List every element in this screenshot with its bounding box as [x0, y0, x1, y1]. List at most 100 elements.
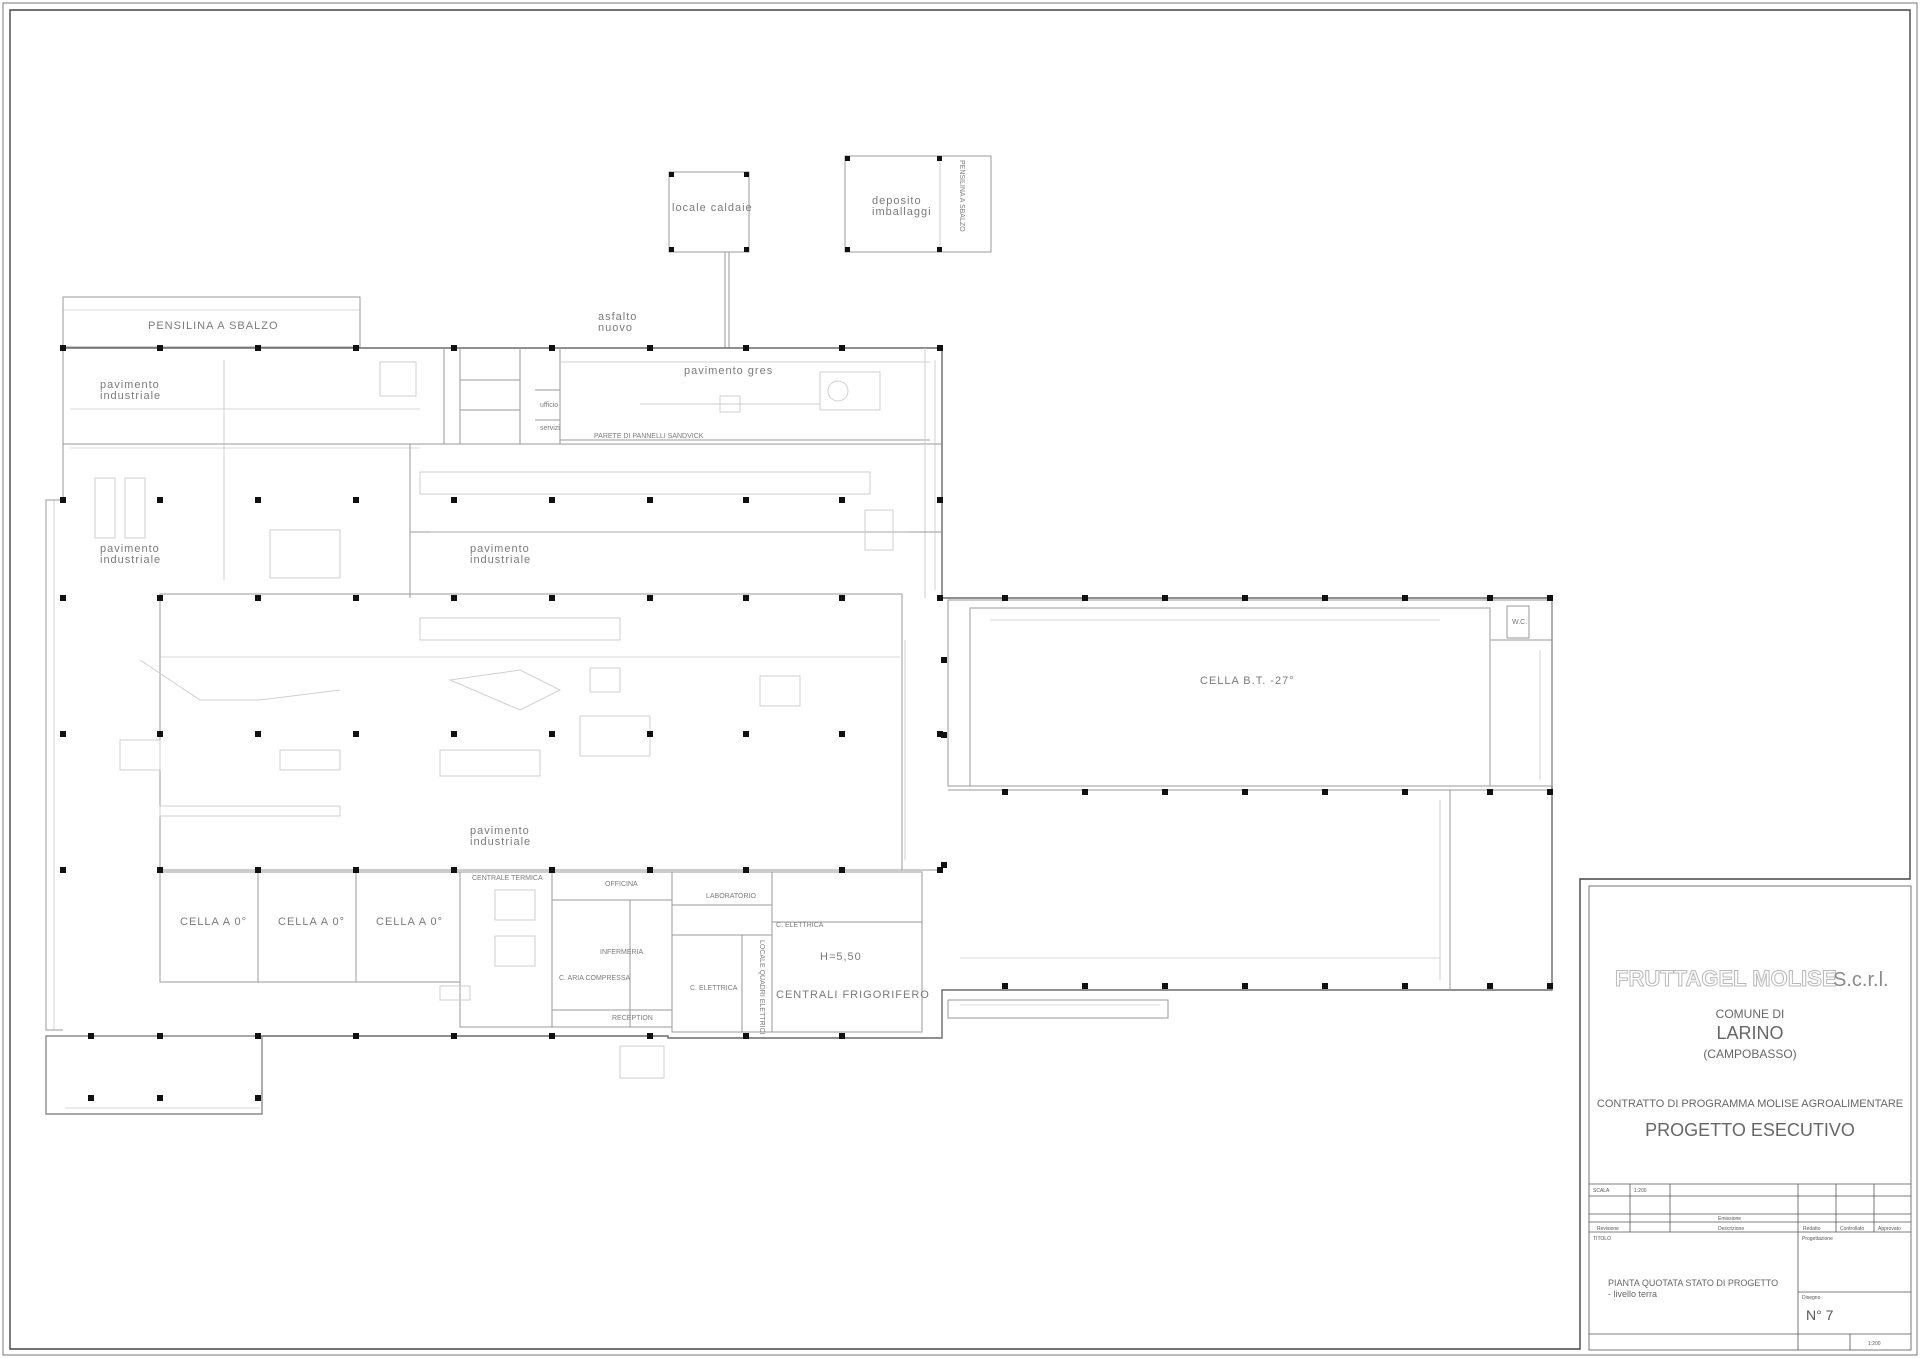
revisione-label: Revisione: [1597, 1226, 1619, 1232]
column-marker: [1547, 983, 1553, 989]
inner-border: [9, 9, 1911, 1350]
label-parete-pannelli: PARETE DI PANNELLI SANDVICK: [594, 433, 704, 440]
column-marker: [157, 345, 163, 351]
annex-locale-caldaie: locale caldaie: [668, 171, 752, 348]
project-title: PROGETTO ESECUTIVO: [1645, 1120, 1855, 1140]
column-marker: [88, 1033, 94, 1039]
column-marker: [157, 1095, 163, 1101]
column-marker: [451, 345, 457, 351]
column-marker: [1002, 983, 1008, 989]
column-marker: [647, 867, 653, 873]
label-laboratorio: LABORATORIO: [706, 893, 756, 900]
column-marker: [1082, 595, 1088, 601]
label-ufficio: ufficio: [540, 402, 558, 409]
company-suffix: S.c.r.l.: [1833, 969, 1889, 991]
column-marker: [743, 731, 749, 737]
column-marker: [549, 345, 555, 351]
column-marker: [451, 595, 457, 601]
column-marker: [743, 867, 749, 873]
column-marker: [549, 731, 555, 737]
column-marker: [1402, 789, 1408, 795]
column-marker: [1082, 789, 1088, 795]
column-marker: [1487, 595, 1493, 601]
column-marker: [60, 345, 66, 351]
column-marker: [549, 1033, 555, 1039]
column-marker: [937, 867, 943, 873]
column-marker: [60, 731, 66, 737]
column-marker: [1002, 789, 1008, 795]
column-marker: [1402, 595, 1408, 601]
drawing-title-1: PIANTA QUOTATA STATO DI PROGETTO: [1608, 1278, 1778, 1288]
column-marker: [937, 731, 943, 737]
freezer-block: W.C. CELLA B.T. -27°: [947, 599, 1553, 1019]
column-marker: [647, 1033, 653, 1039]
column-marker: [1402, 983, 1408, 989]
column-marker: [839, 345, 845, 351]
label-aria-compressa: C. ARIA COMPRESSA: [559, 975, 631, 982]
progettazione-label: Progettazione: [1802, 1236, 1833, 1242]
column-marker: [941, 657, 947, 663]
column-marker: [451, 1033, 457, 1039]
label-centrali-frigorifero: CENTRALI FRIGORIFERO: [776, 989, 930, 1001]
label-cella-2: CELLA A 0°: [278, 916, 345, 928]
redatto-label: Redatto: [1803, 1226, 1821, 1232]
column-marker: [743, 595, 749, 601]
label-cella-bt: CELLA B.T. -27°: [1200, 675, 1295, 687]
column-marker: [157, 1033, 163, 1039]
company-name: FRUTTAGEL MOLISE: [1615, 966, 1837, 991]
label-officina: OFFICINA: [605, 881, 638, 888]
column-marker: [353, 731, 359, 737]
column-marker: [1242, 595, 1248, 601]
city-name: LARINO: [1716, 1023, 1783, 1043]
label-pav-ind-3a: pavimento: [470, 543, 530, 555]
column-marker: [647, 497, 653, 503]
drawing-title-2: - livello terra: [1608, 1289, 1657, 1299]
column-marker: [839, 497, 845, 503]
canopy-top-left: PENSILINA A SBALZO: [62, 296, 361, 348]
column-marker: [549, 497, 555, 503]
titolo-label: TITOLO: [1593, 1236, 1611, 1242]
controllato-label: Controllato: [1840, 1226, 1864, 1232]
column-marker: [255, 497, 261, 503]
emissione-label: Emissione: [1718, 1216, 1741, 1222]
column-marker: [255, 1095, 261, 1101]
column-marker: [743, 345, 749, 351]
label-centrale-termica: CENTRALE TERMICA: [472, 875, 543, 882]
column-marker: [1162, 595, 1168, 601]
column-marker: [451, 497, 457, 503]
label-h550: H=5,50: [820, 951, 862, 963]
process-equipment: [94, 361, 894, 817]
label-asfalto: asfalto: [598, 311, 637, 323]
column-marker: [157, 497, 163, 503]
column-marker: [451, 867, 457, 873]
column-marker: [1322, 595, 1328, 601]
column-marker: [255, 731, 261, 737]
column-marker: [1487, 789, 1493, 795]
column-marker: [1082, 983, 1088, 989]
dimension-lines: [53, 360, 1541, 1109]
column-marker: [743, 1033, 749, 1039]
scale-bottom: 1:200: [1868, 1341, 1881, 1347]
annex-deposito-imballaggi: deposito imballaggi PENSILINA A SBALZO: [844, 155, 992, 253]
label-imballaggi: imballaggi: [872, 206, 932, 218]
label-wc: W.C.: [1512, 619, 1527, 626]
label-c-elettrica-2: C. ELETTRICA: [776, 922, 824, 929]
column-marker: [255, 345, 261, 351]
floor-plan: locale caldaie deposito imballaggi PENSI…: [45, 155, 1553, 1115]
column-marker: [1242, 983, 1248, 989]
label-infermeria: INFERMERIA: [600, 949, 644, 956]
column-marker: [839, 1033, 845, 1039]
column-marker: [647, 731, 653, 737]
label-pav-ind-1a: pavimento: [100, 379, 160, 391]
scale-label: SCALA: [1593, 1188, 1610, 1194]
column-marker: [157, 731, 163, 737]
label-pav-ind-2b: industriale: [100, 554, 161, 566]
column-marker: [839, 731, 845, 737]
label-pav-ind-3b: industriale: [470, 554, 531, 566]
label-deposito: deposito: [872, 195, 922, 207]
column-marker: [1242, 789, 1248, 795]
column-marker: [937, 595, 943, 601]
column-marker: [60, 497, 66, 503]
